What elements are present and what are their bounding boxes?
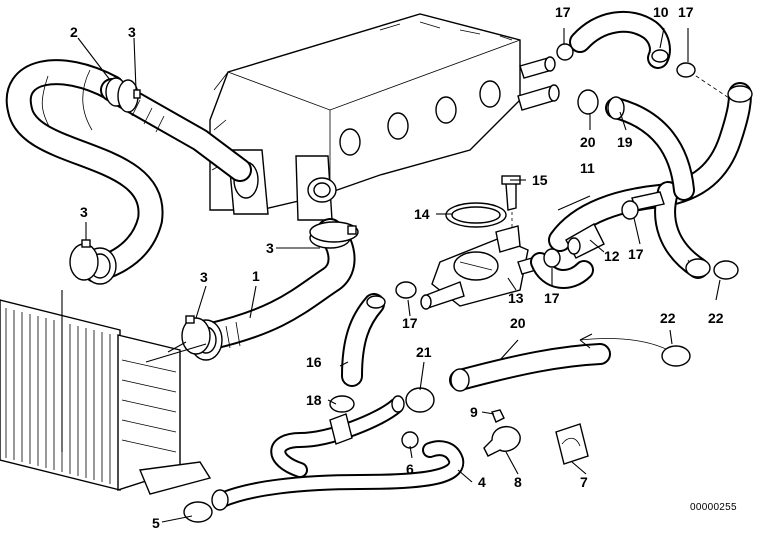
hose-clamps [69, 43, 739, 523]
callout-22-right: 22 [708, 310, 724, 326]
hose-10 [569, 10, 671, 69]
callout-3-bottom: 3 [200, 269, 208, 285]
clip-7 [555, 423, 589, 465]
callout-3-left: 3 [80, 204, 88, 220]
callout-20-top: 20 [580, 134, 596, 150]
radiator [0, 299, 212, 495]
bracket-8 [483, 426, 521, 457]
callout-17-top: 17 [555, 4, 571, 20]
hose-4 [211, 395, 465, 511]
callout-21: 21 [416, 344, 432, 360]
callout-17-left: 17 [402, 315, 418, 331]
callout-3-middle: 3 [266, 240, 274, 256]
callout-16: 16 [306, 354, 322, 370]
hose-2 [5, 59, 252, 285]
callout-17-right: 17 [628, 246, 644, 262]
callout-12: 12 [604, 248, 620, 264]
callout-2: 2 [70, 24, 78, 40]
callout-19: 19 [617, 134, 633, 150]
callout-20-bottom: 20 [510, 315, 526, 331]
callout-13: 13 [508, 290, 524, 306]
callout-22-bottom: 22 [660, 310, 676, 326]
callout-6: 6 [406, 461, 414, 477]
callout-3-top: 3 [128, 24, 136, 40]
callout-9: 9 [470, 404, 478, 420]
hose-16 [341, 293, 386, 387]
thermostat-housing [420, 175, 551, 310]
leader-lines [61, 27, 721, 523]
callout-5: 5 [152, 515, 160, 531]
diagram-id: 00000255 [690, 502, 737, 513]
callout-14: 14 [414, 206, 430, 222]
hose-19 [605, 96, 695, 201]
callout-1: 1 [252, 268, 260, 284]
callout-4: 4 [478, 474, 486, 490]
callout-11: 11 [580, 160, 595, 176]
callout-17-middle: 17 [544, 290, 560, 306]
callout-18: 18 [306, 392, 322, 408]
engine-cylinder-head [209, 13, 560, 221]
callout-15: 15 [532, 172, 548, 188]
hose-20-lower [449, 333, 673, 392]
callout-7: 7 [580, 474, 588, 490]
callout-8: 8 [514, 474, 522, 490]
callout-17-top-right: 17 [678, 4, 694, 20]
callout-10: 10 [653, 4, 669, 20]
nut-9 [491, 409, 505, 423]
